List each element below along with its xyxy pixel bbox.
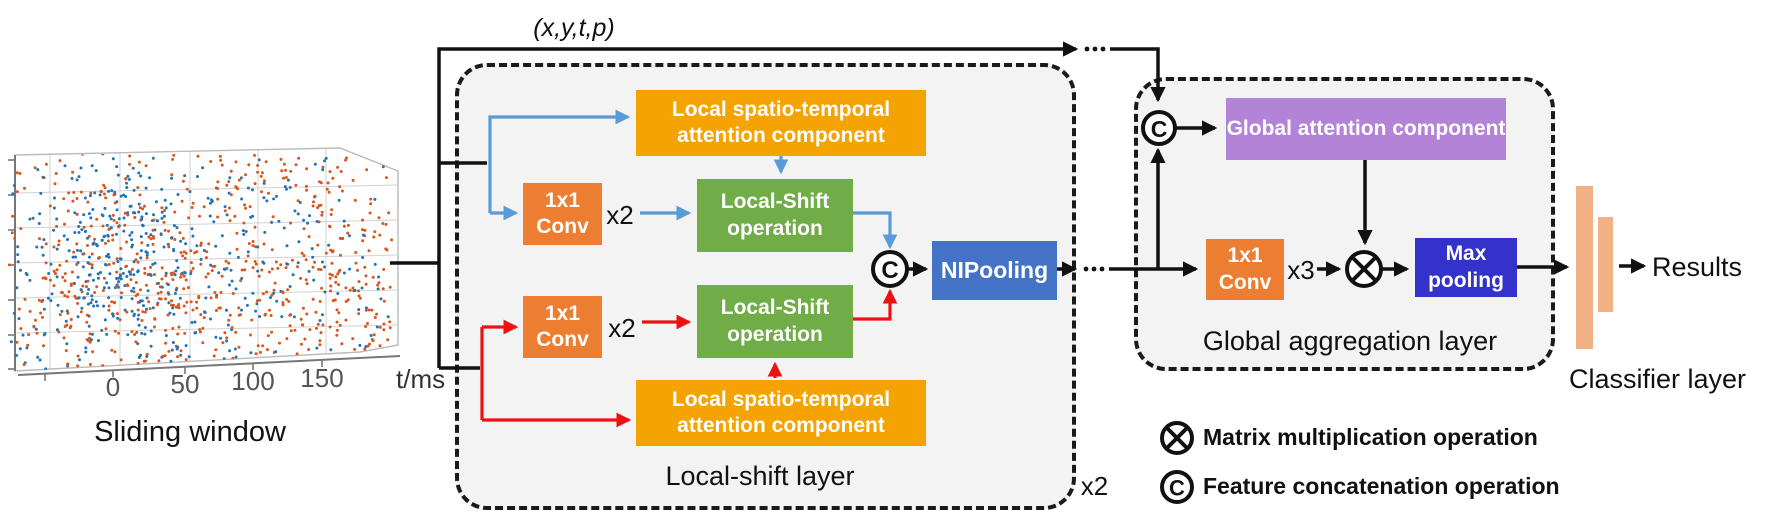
classifier-layer-caption: Classifier layer xyxy=(1568,364,1747,394)
local-attention-bottom-box: Local spatio-temporal attention componen… xyxy=(636,380,926,446)
plot-axes xyxy=(14,155,401,376)
local-attention-top-box: Local spatio-temporal attention componen… xyxy=(636,90,926,156)
ellipsis-dots-mid xyxy=(1083,266,1105,272)
event-points xyxy=(8,150,394,372)
ellipsis-dots-top xyxy=(1084,46,1106,52)
plot-box-frame xyxy=(14,147,399,372)
t-axis-label: t/ms xyxy=(396,364,446,394)
legend-multiply-label: Matrix multiplication operation xyxy=(1203,424,1538,450)
legend-multiply-icon xyxy=(1160,421,1194,455)
conv-top-repeat-label: x2 xyxy=(606,200,634,230)
grid-lines xyxy=(14,148,398,370)
local-shift-op-top-box: Local-Shift operation xyxy=(697,179,853,252)
global-aggregation-layer-caption: Global aggregation layer xyxy=(1202,326,1498,356)
axis-ticks xyxy=(8,159,323,381)
nipooling-box: NIPooling xyxy=(932,241,1057,300)
global-attention-box: Global attention component xyxy=(1226,98,1506,160)
conv-bottom-repeat-label: x2 xyxy=(608,313,636,343)
local-shift-op-bottom-box: Local-Shift operation xyxy=(697,285,853,358)
input-tuple-label: (x,y,t,p) xyxy=(533,14,615,42)
max-pooling-box: Max pooling xyxy=(1415,238,1517,297)
t-axis-tick: 100 xyxy=(231,366,275,396)
results-label: Results xyxy=(1652,252,1743,282)
sliding-window-caption: Sliding window xyxy=(94,416,286,448)
local-layer-repeat-label: x2 xyxy=(1080,471,1109,501)
sliding-window-plot xyxy=(8,147,401,381)
global-conv-repeat-label: x3 xyxy=(1287,255,1315,285)
t-axis-tick: 150 xyxy=(300,363,344,393)
conv-bottom-box: 1x1 Conv xyxy=(523,296,602,358)
t-axis-tick: 0 xyxy=(105,372,121,402)
t-axis-tick: 50 xyxy=(170,369,200,399)
classifier-bar xyxy=(1576,186,1593,349)
classifier-bar xyxy=(1598,217,1613,312)
svg-text:C: C xyxy=(1169,476,1185,501)
legend-concat-label: Feature concatenation operation xyxy=(1203,473,1560,499)
local-shift-layer-caption: Local-shift layer xyxy=(665,461,855,491)
legend-concat-icon: C xyxy=(1160,470,1194,504)
conv-top-box: 1x1 Conv xyxy=(523,183,602,245)
global-conv-box: 1x1 Conv xyxy=(1206,239,1284,300)
